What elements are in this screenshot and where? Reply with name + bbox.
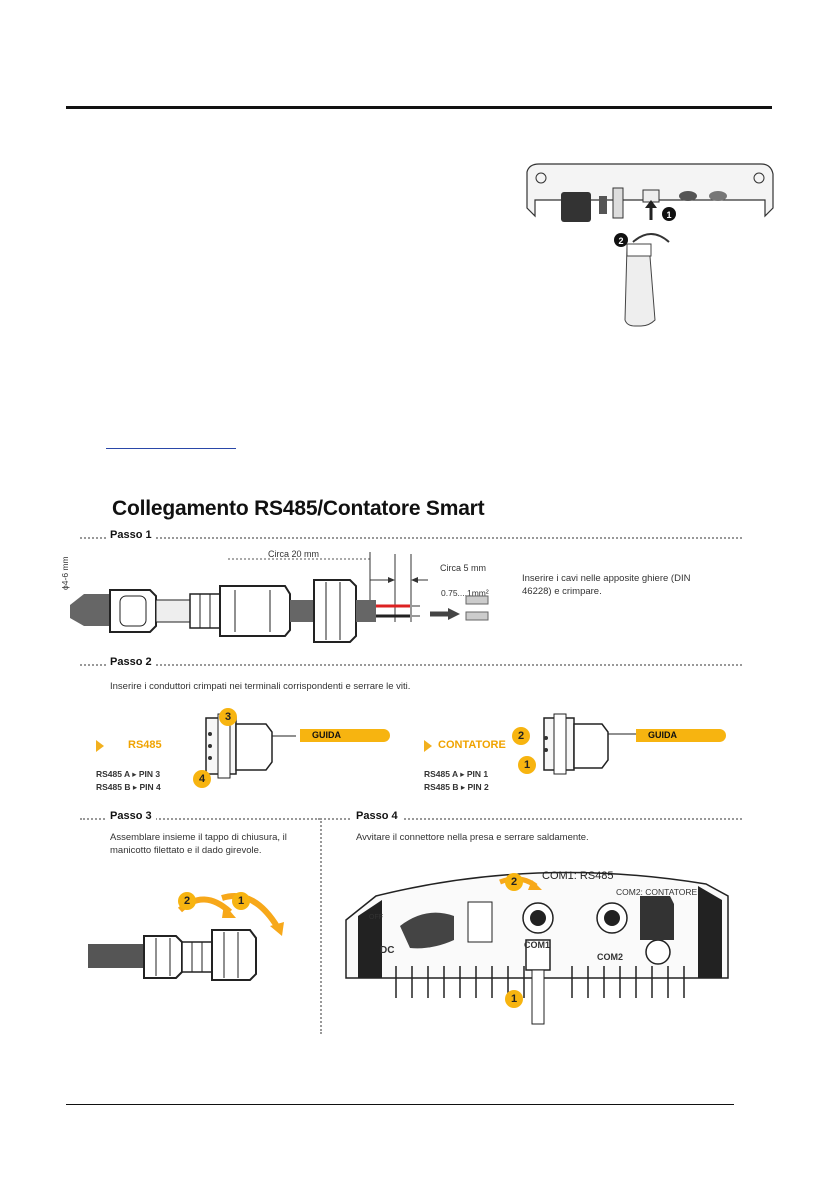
com2-callout: COM2: CONTATORE bbox=[616, 887, 698, 897]
step4-badge-1: 1 bbox=[505, 990, 523, 1008]
meter-pin-b: RS485 B ▸ PIN 2 bbox=[424, 782, 489, 792]
step4-divider bbox=[320, 818, 742, 820]
step2-divider bbox=[80, 664, 742, 666]
panel-com2-label: COM2 bbox=[597, 952, 624, 962]
step1-instruction: Inserire i cavi nelle apposite ghiere (D… bbox=[522, 573, 691, 597]
step2-instruction: Inserire i conduttori crimpati nei termi… bbox=[110, 681, 411, 692]
step1-divider bbox=[80, 537, 742, 539]
assembly-drawing bbox=[88, 893, 284, 981]
step3-badge-2: 2 bbox=[178, 892, 196, 910]
rs485-guide-label: GUIDA bbox=[300, 729, 390, 742]
meter-badge-2: 2 bbox=[512, 727, 530, 745]
length-5mm-label: Circa 5 mm bbox=[440, 563, 487, 573]
underlined-blank bbox=[106, 448, 236, 449]
rs485-arrow-icon bbox=[96, 740, 104, 752]
diameter-label: ϕ4-6 mm bbox=[60, 556, 70, 590]
footer-rule bbox=[66, 1104, 734, 1105]
step-badge-2: 2 bbox=[618, 236, 623, 246]
rs485-badge-3: 3 bbox=[219, 708, 237, 726]
com1-callout: COM1: RS485 bbox=[542, 870, 614, 882]
step3-badge-1: 1 bbox=[232, 892, 250, 910]
panel-com1-label: COM1 bbox=[524, 940, 551, 950]
cable-gland-drawing bbox=[70, 552, 489, 643]
cross-section-label: 0.75....1mm² bbox=[441, 588, 489, 598]
meter-guide-label: GUIDA bbox=[636, 729, 726, 742]
step2-label: Passo 2 bbox=[106, 656, 156, 668]
inverter-connector-illustration: 1 2 bbox=[526, 163, 774, 327]
step-vertical-divider bbox=[320, 818, 322, 1034]
rs485-badge-4: 4 bbox=[193, 770, 211, 788]
panel-off-label: OFF bbox=[369, 914, 383, 921]
length-20mm-label: Circa 20 mm bbox=[268, 549, 320, 559]
step-badge-1: 1 bbox=[666, 210, 671, 220]
section-title: Collegamento RS485/Contatore Smart bbox=[112, 497, 485, 520]
meter-pin-a: RS485 A ▸ PIN 1 bbox=[424, 769, 489, 779]
rs485-pin-b: RS485 B ▸ PIN 4 bbox=[96, 782, 161, 792]
rs485-connector-drawing bbox=[205, 713, 296, 779]
step4-label: Passo 4 bbox=[352, 810, 402, 822]
step3-instruction: Assemblare insieme il tappo di chiusura,… bbox=[110, 832, 287, 856]
rs485-pin-a: RS485 A ▸ PIN 3 bbox=[96, 769, 161, 779]
meter-arrow-icon bbox=[424, 740, 432, 752]
meter-connector-drawing bbox=[543, 713, 636, 775]
rs485-title: RS485 bbox=[128, 739, 162, 751]
meter-title: CONTATORE bbox=[438, 739, 506, 751]
meter-badge-1: 1 bbox=[518, 756, 536, 774]
step4-instruction: Avvitare il connettore nella presa e ser… bbox=[356, 832, 589, 843]
panel-dc-label: DC bbox=[380, 945, 395, 956]
step4-badge-2: 2 bbox=[505, 873, 523, 891]
header-rule bbox=[66, 106, 772, 109]
step3-label: Passo 3 bbox=[106, 810, 156, 822]
step1-label: Passo 1 bbox=[106, 529, 156, 541]
step3-divider bbox=[80, 818, 320, 820]
inverter-bottom-drawing bbox=[345, 871, 729, 1025]
